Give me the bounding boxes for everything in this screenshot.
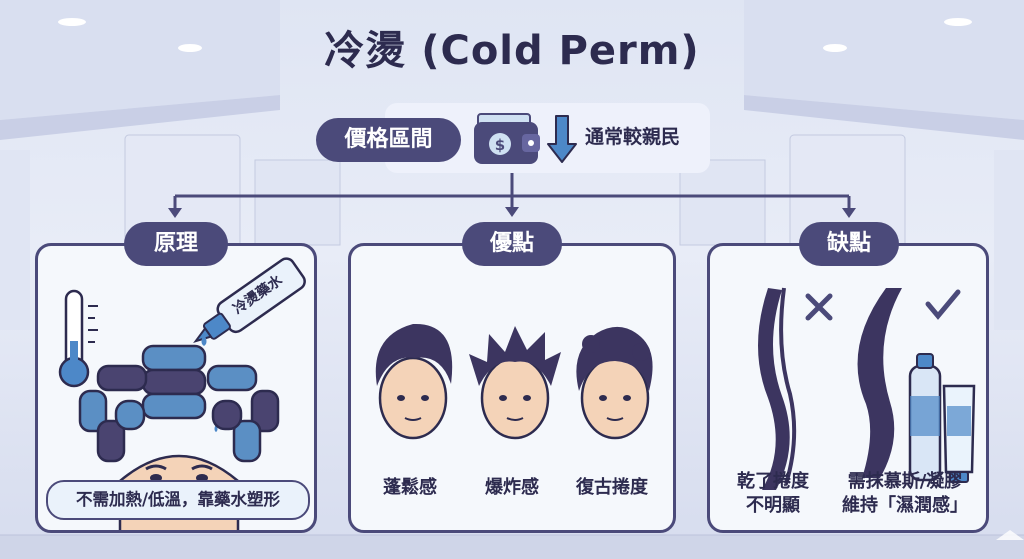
retro-curl-face-icon [576,326,653,440]
principle-label: 原理 [124,222,228,266]
advantages-panel [348,243,676,533]
explosive-face-icon [469,326,561,440]
thermometer-icon [58,289,98,388]
voluminous-face-icon [375,323,453,440]
principle-note: 不需加熱/低溫，靠藥水塑形 [46,480,310,520]
con-dry-curl: 乾了捲度 不明顯 [737,471,809,516]
price-label: 價格區間 [316,118,461,162]
wallet-price-icon: $ [474,113,577,164]
svg-text:$: $ [495,136,505,154]
wet-hair-strand-icon [857,288,902,478]
disadvantages-label: 缺點 [799,222,899,266]
mousse-can-icon [908,353,942,482]
arrow-down-icon [547,115,577,163]
advantages-label: 優點 [462,222,562,266]
check-icon [925,289,961,320]
style-label-explosive: 爆炸感 [485,477,539,498]
hair-strands-illustration [758,287,976,490]
con-need-product: 需抹慕斯/凝膠 維持「濕潤感」 [842,471,968,516]
gel-tube-icon [942,384,976,483]
price-text: 通常較親民 [585,126,681,148]
page-title: 冷燙 (Cold Perm) [324,28,700,74]
disadvantages-panel [707,243,989,533]
hairstyle-faces-illustration [375,323,653,440]
dry-hair-strand-icon [758,287,797,490]
style-label-voluminous: 蓬鬆感 [383,477,437,498]
cross-icon [805,293,833,321]
style-label-retro: 復古捲度 [576,477,648,498]
